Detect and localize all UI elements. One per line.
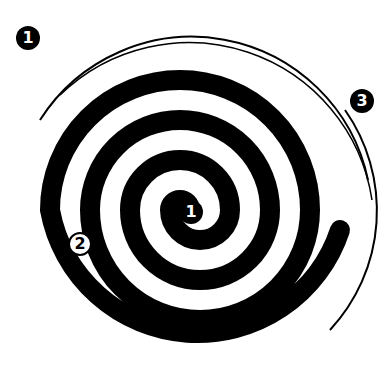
callout-number: 1 (16, 26, 40, 50)
outer-ring (330, 110, 377, 330)
spiral-band (50, 80, 340, 333)
outer-ring (40, 37, 368, 180)
callout-number: 2 (68, 232, 92, 256)
callout-number: 3 (350, 89, 374, 113)
outer-ring (60, 43, 372, 200)
callout-number: 1 (179, 200, 203, 224)
